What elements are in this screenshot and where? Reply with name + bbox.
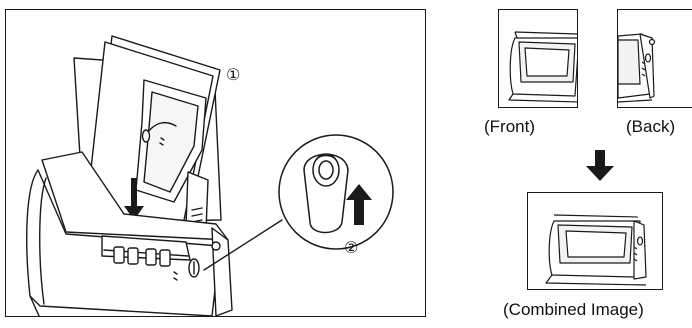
switch-icon (304, 154, 348, 233)
scanner-combined-icon (528, 193, 663, 290)
combined-caption: (Combined Image) (503, 300, 644, 320)
step-2-label: ② (344, 238, 358, 257)
scanner-back-icon (618, 10, 692, 108)
scanner-front-icon (499, 10, 578, 108)
combined-image-thumbnail (527, 192, 663, 290)
down-arrow-icon (585, 150, 615, 182)
scanner-illustration: ① ② (6, 10, 426, 317)
scanner-side (212, 228, 232, 316)
switch-magnifier (279, 135, 393, 249)
back-caption: (Back) (626, 117, 675, 137)
front-image-thumbnail (498, 9, 578, 108)
back-image-thumbnail (617, 9, 692, 108)
front-caption: (Front) (484, 117, 535, 137)
step-1-label: ① (226, 65, 240, 84)
main-illustration-panel: ① ② (5, 9, 426, 317)
